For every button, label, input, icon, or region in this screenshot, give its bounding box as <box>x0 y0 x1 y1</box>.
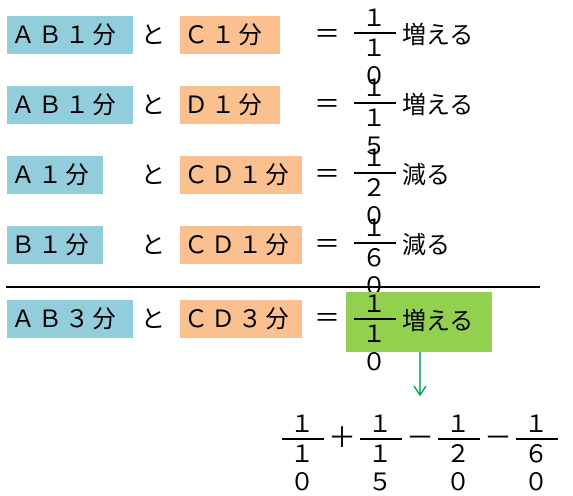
equals-sign: ＝ <box>314 304 341 334</box>
fraction: １ ２０ <box>352 144 398 230</box>
fraction-denominator: １５ <box>368 440 398 496</box>
fraction-bar <box>354 318 396 320</box>
fraction-numerator: １ <box>290 410 316 438</box>
equals-sign: ＝ <box>314 160 341 190</box>
result-text: 増える <box>402 21 474 49</box>
equals-sign: ＝ <box>314 230 341 260</box>
fraction-denominator: ２０ <box>446 440 476 496</box>
result-highlight-box <box>346 292 492 352</box>
fraction: １ １０ <box>352 4 398 90</box>
equals-sign: ＝ <box>314 90 341 120</box>
fraction-denominator: ６０ <box>524 440 554 496</box>
to-particle: と <box>141 161 165 189</box>
fraction: １ １５ <box>352 74 398 160</box>
fraction-bar <box>360 438 402 440</box>
fraction-bar <box>354 242 396 244</box>
fraction-denominator: １０ <box>362 320 392 376</box>
fraction-bar <box>516 438 558 440</box>
fraction-numerator: １ <box>368 410 394 438</box>
fraction-numerator: １ <box>362 214 388 242</box>
minus-operator: － <box>406 421 435 454</box>
fraction-bar <box>354 102 396 104</box>
sum-expression: １ １０ ＋ １ １５ － １ ２０ － １ ６０ <box>276 410 566 496</box>
total-row: ＡＢ３分 と ＣＤ３分 ＝ １ １０ 増える <box>0 290 573 376</box>
minus-operator: － <box>484 421 513 454</box>
fraction-denominator: ６０ <box>362 244 392 300</box>
fraction-numerator: １ <box>362 74 388 102</box>
fraction: １ １０ <box>352 290 398 376</box>
to-particle: と <box>141 21 165 49</box>
fraction-bar <box>354 32 396 34</box>
fraction: １ ６０ <box>352 214 398 300</box>
equation-row-2: ＡＢ１分 と Ｄ１分 ＝ １ １５ 増える <box>0 74 573 160</box>
sum-fraction-4: １ ６０ <box>514 410 560 496</box>
left-term-box: ＡＢ１分 <box>7 86 133 124</box>
right-term-box: ＣＤ１分 <box>180 156 302 194</box>
fraction-numerator: １ <box>362 4 388 32</box>
to-particle: と <box>141 231 165 259</box>
fraction-numerator: １ <box>362 144 388 172</box>
equation-row-3: Ａ１分 と ＣＤ１分 ＝ １ ２０ 減る <box>0 144 573 230</box>
fraction-numerator: １ <box>524 410 550 438</box>
right-term-box: ＣＤ３分 <box>180 300 302 338</box>
right-term-box: Ｃ１分 <box>180 16 280 54</box>
sum-fraction-2: １ １５ <box>358 410 404 496</box>
sum-divider-line <box>6 286 540 288</box>
sum-fraction-3: １ ２０ <box>436 410 482 496</box>
fraction-bar <box>282 438 324 440</box>
fraction-numerator: １ <box>446 410 472 438</box>
left-term-box: Ａ１分 <box>7 156 103 194</box>
fraction-denominator: １０ <box>362 34 392 90</box>
plus-operator: ＋ <box>328 421 357 454</box>
equation-row-4: Ｂ１分 と ＣＤ１分 ＝ １ ６０ 減る <box>0 214 573 300</box>
right-term-box: ＣＤ１分 <box>180 226 302 264</box>
result-text: 減る <box>402 161 450 189</box>
left-term-box: ＡＢ１分 <box>7 16 133 54</box>
result-text: 増える <box>402 91 474 119</box>
fraction-denominator: １０ <box>290 440 320 496</box>
right-term-box: Ｄ１分 <box>180 86 280 124</box>
equation-row-1: ＡＢ１分 と Ｃ１分 ＝ １ １０ 増える <box>0 4 573 90</box>
fraction-numerator: １ <box>362 290 388 318</box>
fraction-bar <box>438 438 480 440</box>
left-term-box: Ｂ１分 <box>7 226 103 264</box>
result-text: 減る <box>402 231 450 259</box>
sum-fraction-1: １ １０ <box>280 410 326 496</box>
fraction-bar <box>354 172 396 174</box>
result-text: 増える <box>402 307 474 335</box>
to-particle: と <box>141 91 165 119</box>
fraction-denominator: １５ <box>362 104 392 160</box>
to-particle: と <box>141 305 165 333</box>
fraction-denominator: ２０ <box>362 174 392 230</box>
down-arrow-icon <box>413 352 427 397</box>
equals-sign: ＝ <box>314 20 341 50</box>
left-term-box: ＡＢ３分 <box>7 300 133 338</box>
